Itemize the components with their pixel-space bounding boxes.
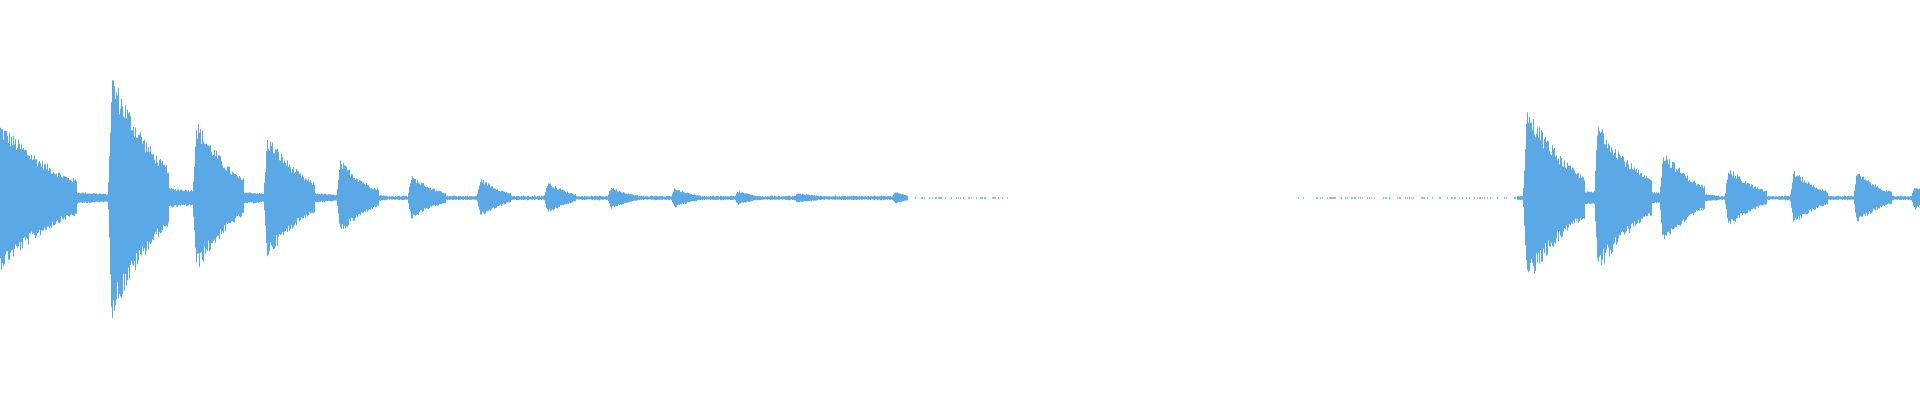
waveform-trace xyxy=(0,80,1920,318)
waveform-samples xyxy=(0,80,1920,318)
